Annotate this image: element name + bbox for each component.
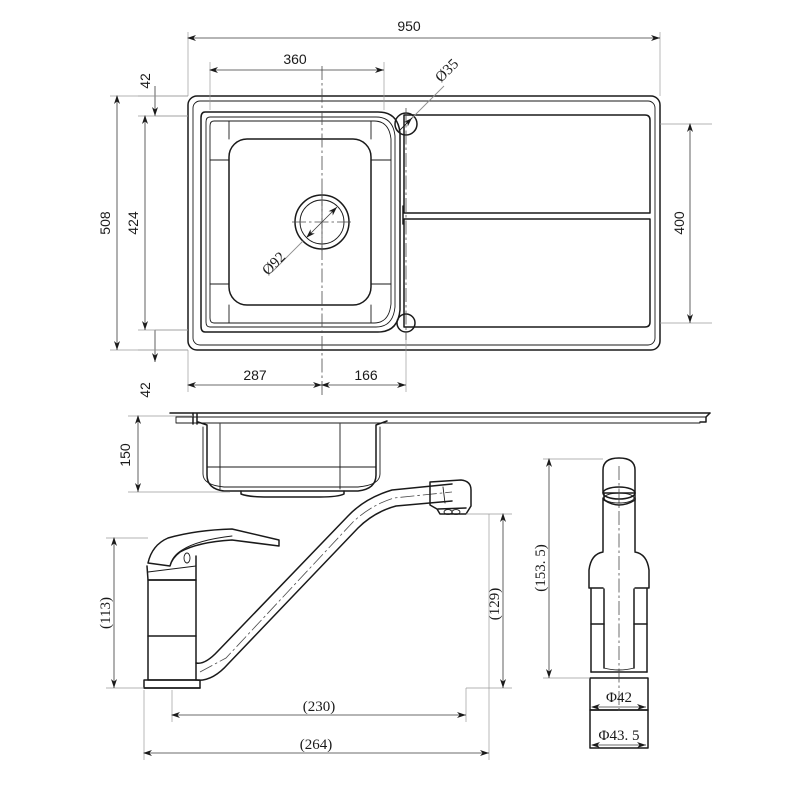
dim-bowl-depth: 424	[125, 115, 188, 331]
dim-overall-width: 950	[187, 18, 661, 96]
tap-side-view: (113) (129) (230) (264)	[98, 479, 512, 760]
sink-section-view: 150	[117, 412, 711, 498]
dim-287-label: 287	[243, 367, 267, 383]
dim-phi43-5-label: Φ43. 5	[599, 728, 640, 744]
sink-bowl	[200, 111, 401, 333]
dim-400-label: 400	[671, 211, 687, 235]
dim-42-bottom-label: 42	[137, 382, 153, 398]
tap-body-cylinder	[143, 579, 201, 689]
dim-spout-height: (129)	[466, 513, 512, 689]
dim-113-label: (113)	[98, 597, 114, 629]
drainer-board	[402, 114, 651, 328]
plan-centerlines	[321, 66, 407, 398]
dim-150-label: 150	[117, 443, 133, 467]
dim-drainer-depth: 400	[660, 123, 712, 324]
dim-waste-positions: 287 166	[187, 340, 407, 392]
dim-phi42-label: Φ42	[606, 690, 632, 706]
dim-950-label: 950	[397, 18, 421, 34]
tap-front-shoulder	[588, 551, 650, 589]
dim-264-label: (264)	[300, 737, 333, 753]
dim-base-dia-43-5: Φ43. 5	[591, 728, 646, 748]
dim-tap-body-height: (113)	[98, 537, 148, 689]
dim-overall-reach: (264)	[143, 514, 490, 760]
dim-424-label: 424	[125, 211, 141, 235]
dim-overall-depth: 508	[97, 95, 188, 351]
dim-230-label: (230)	[303, 699, 336, 715]
dim-bowl-width: 360	[209, 51, 385, 110]
tap-front-view: (153. 5) Φ42 Φ43. 5	[533, 457, 650, 749]
dim-base-dia-42: Φ42	[591, 690, 646, 710]
dim-166-label: 166	[354, 367, 378, 383]
dim-508-label: 508	[97, 211, 113, 235]
sink-outer-rim	[187, 95, 661, 351]
dim-bowl-height: 150	[117, 415, 230, 493]
dim-129-label: (129)	[487, 588, 503, 621]
tap-spout-head	[429, 479, 472, 515]
dim-tap-front-height: (153. 5)	[533, 458, 603, 679]
tap-lever-handle	[147, 528, 280, 567]
dim-spout-reach: (230)	[171, 688, 467, 722]
dim-42-top-label: 42	[137, 73, 153, 89]
tap-spout	[195, 483, 453, 681]
dim-153-5-label: (153. 5)	[533, 544, 549, 592]
dim-360-label: 360	[283, 51, 307, 67]
tap-front-body	[590, 588, 648, 673]
